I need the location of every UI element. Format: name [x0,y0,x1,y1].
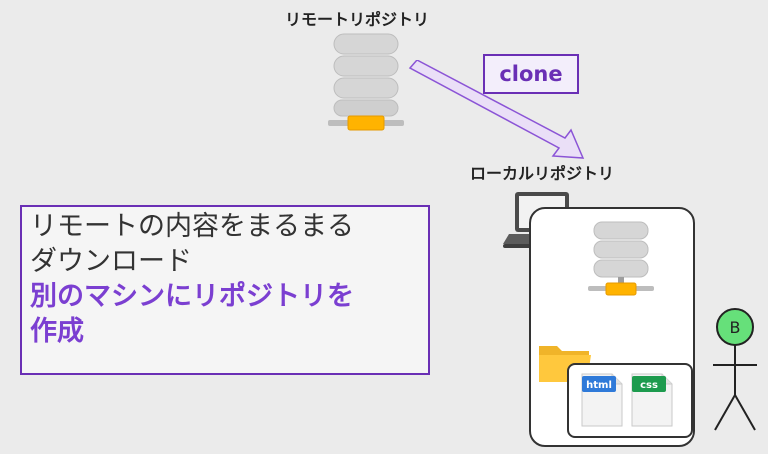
description-line-3: 別のマシンにリポジトリを [30,281,354,312]
description-line-2: ダウンロード [30,246,192,277]
user-b-figure: B [713,308,757,431]
html-file-icon: html [581,373,623,427]
clone-label: clone [483,54,579,94]
remote-server-icon [328,33,404,131]
description-line-4: 作成 [30,316,84,347]
css-file-icon: css [631,373,673,427]
css-file-label: css [640,380,658,391]
local-repo-title: ローカルリポジトリ [469,164,614,183]
remote-repo-title: リモートリポジトリ [284,10,429,29]
clone-arrow [408,60,585,159]
local-server-icon [588,221,654,296]
user-b-label: B [730,318,741,337]
description-line-1: リモートの内容をまるまる [30,211,354,242]
description-box: リモートの内容をまるまる ダウンロード 別のマシンにリポジトリを 作成 [20,205,430,375]
html-file-label: html [586,380,612,391]
